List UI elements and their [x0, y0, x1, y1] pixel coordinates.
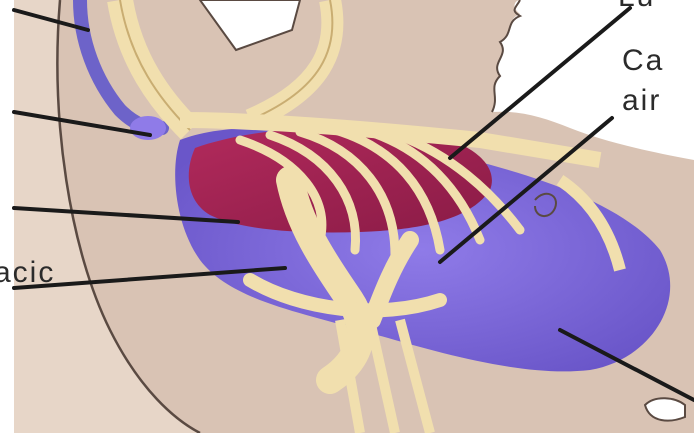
- label-left: acic: [0, 258, 55, 288]
- label-top-right: Lu: [618, 0, 655, 12]
- label-right-line-2: air: [622, 86, 661, 116]
- label-right-line-1: Ca: [622, 46, 664, 76]
